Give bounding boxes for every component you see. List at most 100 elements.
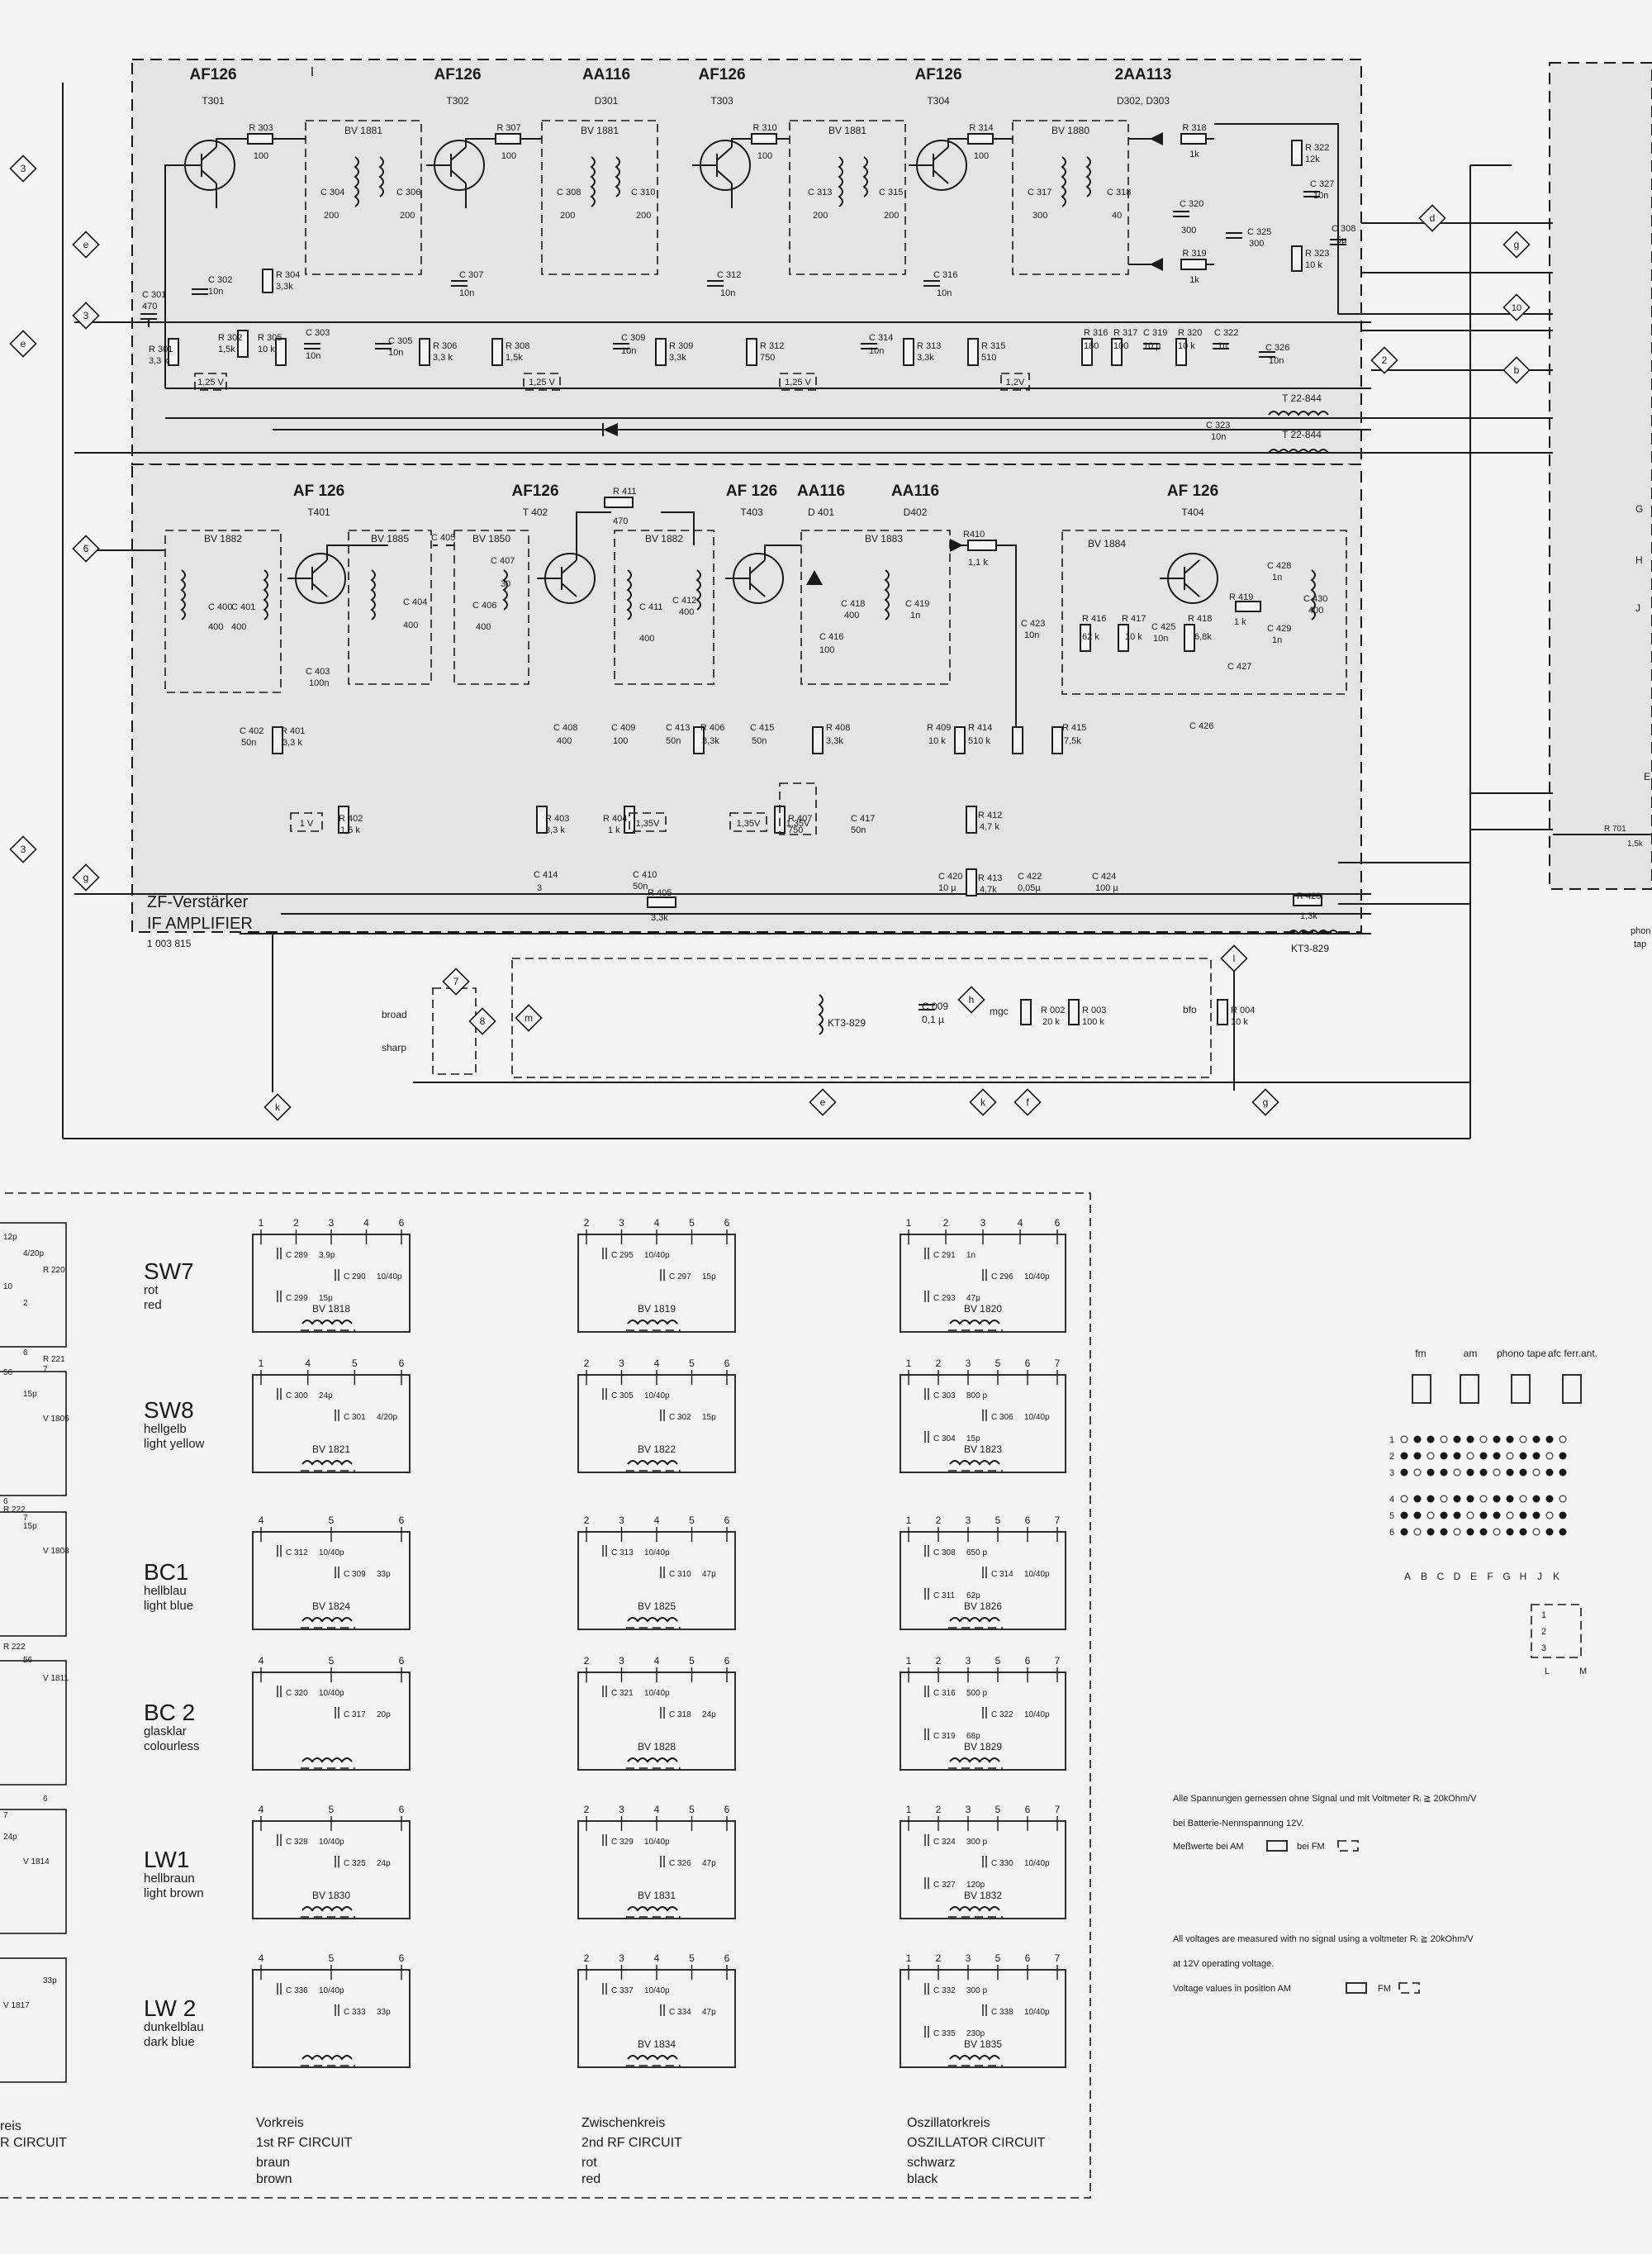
zwischenkreis-pin-1-3: 5 — [689, 1358, 695, 1369]
rf-c-1: 470 — [142, 302, 157, 311]
vorkreis-capv-0-0: 3,9p — [319, 1251, 335, 1260]
vorkreis-pin-1-1: 4 — [305, 1358, 311, 1369]
d301-ref: D301 — [595, 95, 619, 107]
rf-lbl-6: R 314 — [969, 123, 993, 133]
band-lw2-code: LW 2 — [144, 1995, 196, 2021]
conn-m: m — [525, 1012, 533, 1024]
if-l-32: 50n — [666, 736, 681, 746]
rf-lbl-15: 10 k — [1305, 260, 1322, 270]
vorkreis-capv-2-0: 10/40p — [319, 1548, 344, 1557]
rf-transistors — [177, 140, 967, 191]
if-l-96: 1,3k — [1300, 911, 1317, 921]
sw-dot-1-10 — [1532, 1452, 1540, 1460]
if-l-14: R 402 — [339, 814, 363, 824]
r701-value: 1,5k — [1627, 839, 1644, 849]
oszillator-cap-4-0: C 324 — [933, 1838, 956, 1847]
if-l-17: C 404 — [403, 597, 427, 607]
vorkreis-cap-2-1: C 309 — [344, 1570, 366, 1579]
oszillator-cap-5-1: C 338 — [991, 2008, 1014, 2017]
vorkreis-pin-0-1: 2 — [293, 1217, 299, 1229]
zwischenkreis-pin-0-0: 2 — [584, 1217, 590, 1229]
zwischen-de: Zwischenkreis — [582, 2116, 665, 2130]
vorkreis-cap-0-0: C 289 — [286, 1251, 308, 1260]
rf-c-30: C 317 — [1028, 188, 1051, 197]
if-l-22: 30 — [501, 579, 510, 589]
oszillator-capv-2-0: 650 p — [966, 1548, 987, 1557]
rf-capacitors: C 301 470 C 302 10n C 303 10n C 304 200 … — [140, 179, 1355, 442]
sw-dot-4-2 — [1427, 1511, 1435, 1519]
sw-dot-2-10 — [1532, 1468, 1540, 1477]
rf-c-43: 300 — [1249, 239, 1264, 249]
sw-dot-3-10 — [1532, 1495, 1540, 1503]
if-l-1: 470 — [613, 516, 628, 526]
t301-type: AF126 — [189, 66, 236, 83]
rf-lbl-33: 3,3k — [917, 353, 934, 363]
note-de-1: Alle Spannungen gemessen ohne Signal und… — [1173, 1794, 1477, 1804]
if-title-en: IF AMPLIFIER — [147, 915, 253, 933]
vorkreis-coil-0: BV 1818 — [312, 1303, 350, 1315]
phono-label: phon — [1631, 926, 1650, 936]
oszillator-pin-3-5: 7 — [1055, 1655, 1061, 1667]
vorkreis-pin-4-2: 6 — [399, 1804, 405, 1815]
if-l-60: 10n — [1024, 630, 1039, 640]
sw-dot-3-11 — [1545, 1495, 1554, 1503]
t404-type: AF 126 — [1167, 483, 1218, 500]
rf-lbl-13: 12k — [1305, 155, 1320, 164]
zwischenkreis-pin-3-4: 6 — [724, 1655, 730, 1667]
r004-label: R 004 — [1231, 1006, 1255, 1015]
conn-h: h — [969, 994, 975, 1006]
if-transistors — [287, 553, 1218, 604]
if-l-81: C 425 — [1151, 622, 1175, 632]
oszillator-capv-3-1: 10/40p — [1024, 1710, 1050, 1719]
rf-lbl-41: 10 k — [1178, 341, 1195, 351]
broad-label: broad — [382, 1009, 407, 1020]
vorkreis-cap-5-1: C 333 — [344, 2008, 366, 2017]
if-l-19: C 406 — [472, 601, 496, 611]
vorkreis-cap-3-1: C 317 — [344, 1710, 366, 1719]
if-coil-0: BV 1882 — [204, 533, 242, 544]
oszillator-pin-3-2: 3 — [966, 1655, 971, 1667]
zwischenkreis-cap-0-1: C 297 — [669, 1272, 691, 1282]
zwischenkreis-coil-2: BV 1825 — [638, 1600, 676, 1612]
rf-transformers: T 22-844 T 22-844 — [1268, 392, 1329, 454]
zwischenkreis-capv-5-0: 10/40p — [644, 1986, 670, 1995]
sw-dot-1-1 — [1413, 1452, 1422, 1460]
oszillator-coil-0: BV 1820 — [964, 1303, 1002, 1315]
rf-lbl-30: R 312 — [760, 341, 784, 351]
zwischenkreis-capv-1-1: 15p — [702, 1413, 716, 1422]
note-en-3b: FM — [1378, 1984, 1391, 1994]
if-l-56: 400 — [844, 611, 859, 621]
sw-small-1: 2 — [1541, 1627, 1546, 1637]
rf-lbl-14: R 323 — [1305, 249, 1329, 259]
rf-v-1: 1,25 V — [529, 378, 555, 388]
zwischenkreis-pin-0-4: 6 — [724, 1217, 730, 1229]
band-sw8-en: light yellow — [144, 1437, 205, 1451]
oszillator-pin-2-2: 3 — [966, 1515, 971, 1526]
vorkreis-cap-4-0: C 328 — [286, 1838, 308, 1847]
sw-dot-2-9 — [1519, 1468, 1527, 1477]
vorkreis-capv-3-0: 10/40p — [319, 1689, 344, 1698]
oszillator-cap-1-2: C 304 — [933, 1434, 956, 1443]
left-title-en: R CIRCUIT — [0, 2136, 67, 2150]
rf-lbl-29: 3,3k — [669, 353, 686, 363]
sw-dot-2-0 — [1400, 1468, 1408, 1477]
oszillator-capv-0-2: 47p — [966, 1294, 980, 1303]
if-l-45: C 415 — [750, 723, 774, 733]
if-title: ZF-Verstärker IF AMPLIFIER 1 003 815 — [147, 893, 253, 949]
oszillator-capv-5-0: 300 p — [966, 1986, 987, 1995]
if-coil-boxes: BV 1882 BV 1885 BV 1850 BV 1882 BV 1883 … — [164, 530, 1347, 695]
left-partial-label-11: V 1808 — [43, 1547, 69, 1556]
vorkreis-pin-5-0: 4 — [259, 1952, 264, 1964]
rf-c-29: 10n — [937, 288, 952, 298]
t302-type: AF126 — [434, 66, 481, 83]
conn-2: 2 — [1382, 354, 1388, 366]
sw-dot-1-7 — [1493, 1452, 1501, 1460]
rf-c-44: C 326 — [1265, 343, 1289, 353]
sw-row-1: 2 — [1389, 1452, 1394, 1462]
vorkreis-capv-3-1: 20p — [377, 1710, 391, 1719]
rf-c-46: C 327 — [1310, 179, 1334, 189]
